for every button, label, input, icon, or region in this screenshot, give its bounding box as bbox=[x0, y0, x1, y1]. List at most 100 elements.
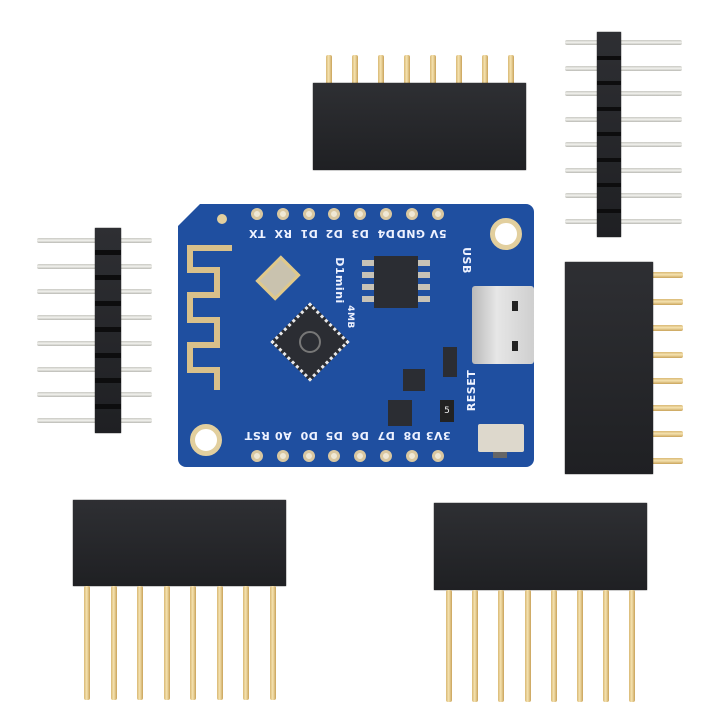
chip-leg bbox=[362, 284, 374, 290]
header-pin bbox=[37, 392, 152, 398]
header-pin bbox=[430, 55, 436, 85]
header-pin bbox=[37, 340, 152, 346]
header-divider bbox=[597, 132, 621, 136]
header-pin bbox=[651, 431, 683, 437]
micro-usb-port[interactable] bbox=[472, 286, 534, 364]
header-divider bbox=[95, 403, 121, 409]
pin-pad bbox=[328, 208, 341, 220]
mounting-hole bbox=[490, 218, 522, 250]
left-male-header bbox=[37, 228, 152, 433]
pin-label-d3: D3 bbox=[351, 227, 370, 240]
header-pin bbox=[651, 404, 683, 411]
pin-label-tx: TX bbox=[248, 227, 266, 240]
header-pin bbox=[565, 193, 682, 198]
pin-label-d1: D1 bbox=[299, 227, 318, 240]
header-pin bbox=[651, 457, 683, 464]
pin-label-d0: D0 bbox=[299, 429, 318, 442]
pin-label-d4: D4 bbox=[377, 227, 395, 240]
chip-leg bbox=[418, 296, 430, 302]
header-pin bbox=[565, 40, 682, 45]
header-pin bbox=[37, 417, 152, 423]
header-pin bbox=[456, 55, 462, 85]
pin-pad bbox=[276, 208, 289, 220]
header-pin bbox=[577, 590, 583, 702]
flash-chip bbox=[374, 256, 418, 308]
pin-pad bbox=[405, 450, 418, 462]
header-pin bbox=[565, 167, 682, 173]
header-divider bbox=[95, 352, 121, 358]
header-pin bbox=[137, 586, 143, 700]
header-pin bbox=[269, 586, 276, 700]
header-pin bbox=[84, 586, 90, 700]
chip-leg bbox=[418, 260, 430, 266]
mounting-hole bbox=[190, 424, 222, 456]
top-female-header bbox=[313, 55, 526, 170]
header-pin bbox=[565, 218, 682, 224]
header-pin bbox=[651, 325, 683, 331]
header-pin bbox=[243, 586, 249, 700]
chip-leg bbox=[418, 284, 430, 290]
header-pin bbox=[37, 263, 152, 269]
header-pin bbox=[37, 315, 152, 321]
header-pin bbox=[404, 55, 410, 85]
header-divider bbox=[95, 301, 121, 307]
header-pin bbox=[565, 91, 682, 96]
pin-pad bbox=[405, 208, 418, 220]
pin-pad bbox=[354, 208, 367, 220]
resistor-5: 5 bbox=[440, 400, 454, 422]
header-divider bbox=[95, 378, 121, 384]
header-housing bbox=[434, 503, 647, 590]
header-divider bbox=[597, 208, 621, 213]
header-housing bbox=[73, 500, 286, 586]
right-male-header bbox=[565, 32, 682, 237]
bottom-right-female-header bbox=[434, 503, 647, 703]
pin-pad bbox=[302, 450, 315, 462]
header-pin bbox=[603, 590, 610, 702]
pin-pad bbox=[251, 450, 263, 462]
pin-pad bbox=[431, 208, 444, 220]
header-housing bbox=[565, 262, 653, 474]
header-pin bbox=[163, 586, 170, 700]
header-pin bbox=[482, 55, 488, 85]
chip-leg bbox=[418, 272, 430, 278]
header-divider bbox=[597, 81, 621, 85]
header-pin bbox=[498, 590, 505, 702]
reset-button[interactable] bbox=[478, 424, 524, 458]
header-pin bbox=[524, 590, 531, 702]
regulator-chip bbox=[403, 369, 425, 391]
crystal-oscillator bbox=[255, 255, 301, 301]
pin-pad bbox=[354, 450, 367, 462]
header-pin bbox=[472, 590, 479, 702]
pin-label-d8: D8 bbox=[402, 429, 421, 442]
header-pin bbox=[651, 298, 683, 305]
pin-pad bbox=[276, 450, 289, 462]
pin-pad bbox=[380, 450, 392, 462]
header-housing bbox=[313, 83, 526, 170]
header-pin bbox=[508, 55, 514, 85]
pin-label-3v3: 3V3 bbox=[424, 429, 451, 442]
pin-label-d7: D7 bbox=[377, 429, 395, 442]
pin-pad bbox=[380, 208, 392, 220]
board-name-label: D1mini bbox=[332, 257, 346, 304]
header-pin bbox=[446, 590, 452, 702]
transistor-chip bbox=[388, 400, 412, 426]
pin-label-d6: D6 bbox=[351, 429, 370, 442]
header-pin bbox=[190, 586, 196, 700]
header-divider bbox=[597, 55, 621, 60]
pin-pad bbox=[302, 208, 315, 220]
header-pin bbox=[565, 142, 682, 147]
chip-leg bbox=[362, 296, 374, 302]
header-divider bbox=[95, 326, 121, 332]
wifi-logo-icon bbox=[299, 331, 321, 353]
header-pin bbox=[216, 586, 223, 700]
usb-label: USB bbox=[459, 247, 473, 274]
header-pin bbox=[565, 116, 682, 122]
reset-label: RESET bbox=[465, 369, 479, 412]
pin-label-a0: A0 bbox=[274, 429, 292, 442]
header-pin bbox=[352, 55, 358, 85]
chip-leg bbox=[362, 260, 374, 266]
header-divider bbox=[597, 183, 621, 187]
diode bbox=[443, 347, 457, 377]
header-pin bbox=[651, 351, 683, 358]
